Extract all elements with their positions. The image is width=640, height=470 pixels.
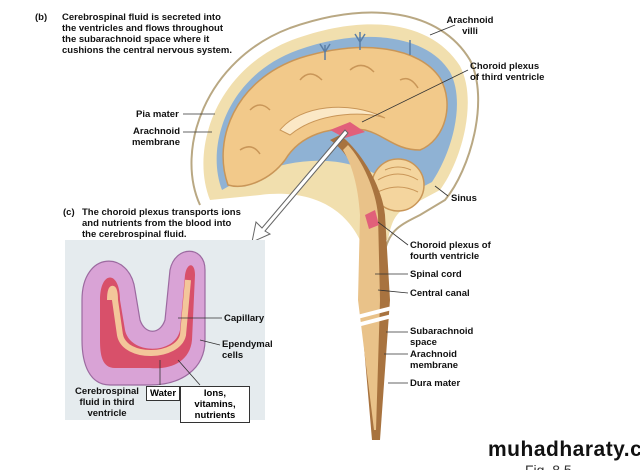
label-ependymal-cells: Ependymal cells	[222, 339, 273, 361]
label-spinal-cord: Spinal cord	[410, 269, 462, 280]
caption-c: (c) The choroid plexus transports ions a…	[63, 207, 241, 240]
cerebrum	[222, 46, 448, 187]
figure-label: Fig. 8.5	[525, 462, 572, 470]
zoom-arrow	[251, 129, 349, 243]
label-choroid-plexus-third: Choroid plexus of third ventricle	[470, 61, 545, 83]
label-capillary: Capillary	[224, 313, 265, 324]
skull-outline	[190, 11, 480, 300]
label-pia-mater: Pia mater	[136, 109, 179, 120]
label-csf-third-ventricle: Cerebrospinal fluid in third ventricle	[75, 386, 139, 419]
label-arachnoid-villi: Arachnoid villi	[446, 15, 494, 37]
label-arachnoid-membrane-brain: Arachnoid membrane	[131, 126, 180, 148]
label-dura-mater: Dura mater	[410, 378, 461, 389]
label-water: Water	[146, 386, 181, 401]
label-arachnoid-membrane-cord: Arachnoid membrane	[410, 349, 459, 371]
caption-b: (b) Cerebrospinal fluid is secreted into…	[35, 12, 233, 56]
label-subarachnoid-space: Subarachnoid space	[410, 326, 474, 348]
label-choroid-plexus-fourth: Choroid plexus of fourth ventricle	[410, 240, 491, 262]
label-ions-vitamins-nutrients: Ions, vitamins, nutrients	[180, 386, 250, 423]
watermark: muhadharaty.com	[488, 438, 640, 461]
label-central-canal: Central canal	[410, 288, 470, 299]
label-sinus: Sinus	[451, 193, 477, 204]
corpus-callosum	[279, 106, 386, 136]
